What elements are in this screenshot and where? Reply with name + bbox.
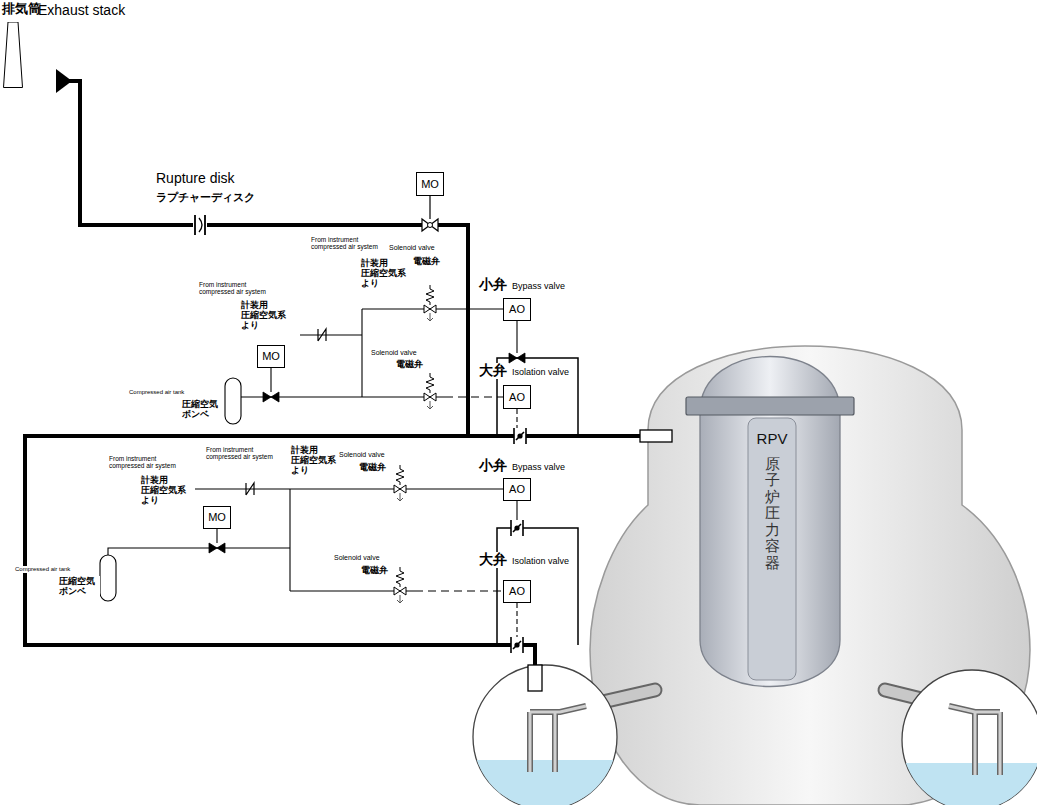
actuator-label: AO xyxy=(509,483,525,495)
valve-label: 小弁 xyxy=(478,277,508,293)
part-label: 圧縮空気 ボンベ xyxy=(181,399,223,419)
note-label: From instrument compressed air system xyxy=(205,446,281,461)
part-label: ラプチャーディスク xyxy=(155,191,256,203)
solenoid-valve-symbol xyxy=(394,567,406,603)
solenoid-valve-symbol xyxy=(394,465,406,501)
actuator-label: MO xyxy=(208,511,226,523)
vent-line xyxy=(25,81,640,665)
reactor-vessel: RPV 原子炉圧力容器 xyxy=(748,425,796,675)
valve-label: Bypass valve xyxy=(511,281,566,291)
part-label: 電磁弁 xyxy=(395,359,424,369)
valve-label: 大弁 xyxy=(478,552,508,568)
exhaust-stack: 排気筒Exhaust stack xyxy=(3,22,23,88)
actuator-label: MO xyxy=(421,178,439,190)
note-label: From instrument compressed air system xyxy=(310,236,386,251)
motor-operator-box: MO xyxy=(416,172,444,196)
stack-label: 排気筒 xyxy=(2,2,41,16)
part-label: Solenoid valve xyxy=(388,244,436,252)
stack-outline xyxy=(4,22,23,88)
stack-label: Exhaust stack xyxy=(38,3,125,18)
air-line xyxy=(108,489,578,645)
air-operator-box: AO xyxy=(503,385,531,409)
vent-pipe xyxy=(585,690,950,706)
part-label: Solenoid valve xyxy=(333,554,381,562)
actuator-label: MO xyxy=(262,350,280,362)
air-operator-box: AO xyxy=(503,478,531,501)
penetration xyxy=(528,665,542,691)
valve-label: 小弁 xyxy=(478,458,508,474)
isolation-valve-symbol xyxy=(511,637,523,653)
air-operator-box: AO xyxy=(503,580,531,603)
suppression-chamber xyxy=(460,665,1037,805)
mo-valve-symbol xyxy=(209,543,225,553)
part-label: 電磁弁 xyxy=(412,256,441,266)
note-label: From instrument compressed air system xyxy=(108,455,184,470)
stack-outline xyxy=(3,22,23,88)
bypass-valve-symbol xyxy=(511,520,523,536)
part-label: Compressed air tank xyxy=(128,389,185,396)
note-label: 計装用 圧縮空気系 より xyxy=(360,258,410,288)
part-label: Compressed air tank xyxy=(14,566,71,573)
valve-label: Isolation valve xyxy=(511,367,570,377)
actuator-label: AO xyxy=(509,391,525,403)
actuator-label: AO xyxy=(509,585,525,597)
note-label: From instrument compressed air system xyxy=(198,281,274,296)
part-label: 電磁弁 xyxy=(360,565,389,575)
air-line xyxy=(241,309,578,436)
rpv-flange xyxy=(686,397,854,415)
check-valve-symbol xyxy=(246,483,254,495)
part-label: 電磁弁 xyxy=(358,462,387,472)
solenoid-valve-symbol xyxy=(424,285,436,321)
air-operator-box: AO xyxy=(503,298,531,321)
note-label: 計装用 圧縮空気系 より xyxy=(140,475,190,505)
isolation-valve-symbol xyxy=(514,428,526,444)
actuator-stem xyxy=(429,196,430,219)
mo-valve-symbol xyxy=(422,219,438,231)
valve-label: Isolation valve xyxy=(511,556,570,566)
note-label: 計装用 圧縮空気系 より xyxy=(290,445,340,475)
part-label: Rupture disk xyxy=(155,171,236,187)
motor-operator-box: MO xyxy=(257,345,285,368)
solenoid-valve-symbol xyxy=(424,373,436,409)
air-tank xyxy=(225,378,241,424)
valve-label: 大弁 xyxy=(478,363,508,379)
actuator-label: AO xyxy=(509,303,525,315)
note-label: 計装用 圧縮空気系 より xyxy=(240,300,290,330)
rpv-core-column xyxy=(748,418,796,680)
bypass-valve-symbol xyxy=(509,353,525,363)
vessel-label: RPV xyxy=(757,431,788,448)
part-label: 圧縮空気 ボンベ xyxy=(58,576,100,596)
rupture-disk-symbol xyxy=(193,215,207,235)
mo-valve-symbol xyxy=(263,392,279,402)
vessel-name: 原子炉圧力容器 xyxy=(765,456,780,572)
air-tank xyxy=(100,555,116,601)
valve-label: Bypass valve xyxy=(511,462,566,472)
part-label: Solenoid valve xyxy=(338,451,386,459)
part-label: Solenoid valve xyxy=(370,349,418,357)
check-valve-symbol xyxy=(318,329,326,341)
penetration xyxy=(640,430,672,442)
motor-operator-box: MO xyxy=(203,506,231,529)
